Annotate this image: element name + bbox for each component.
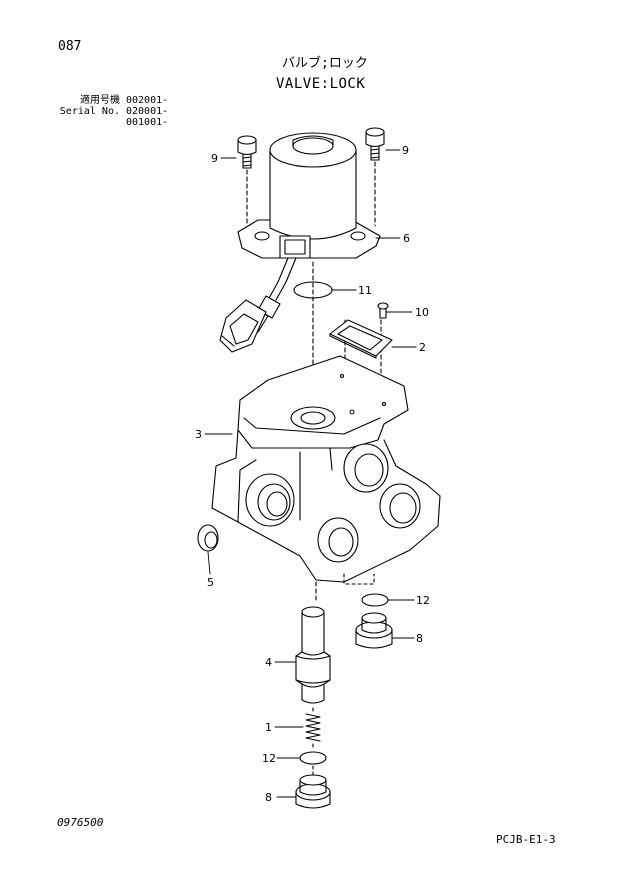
serial-label: 適用号機 <box>80 95 120 106</box>
serial-info: 適用号機 002001- Serial No. 020001- 001001- <box>58 95 168 128</box>
serial-value: 001001- <box>126 117 169 128</box>
serial-value: 020001- <box>126 106 169 117</box>
serial-row: 適用号機 002001- <box>58 95 168 106</box>
serial-label: Serial No. <box>59 106 120 117</box>
callout-2: 2 <box>419 341 426 354</box>
callout-8-right: 8 <box>416 632 423 645</box>
callout-12-left: 12 <box>262 752 276 765</box>
plate-part <box>329 302 393 359</box>
title-english: VALVE:LOCK <box>276 76 366 92</box>
callout-4: 4 <box>265 656 272 669</box>
callout-5: 5 <box>207 576 214 589</box>
plug-right <box>355 612 393 649</box>
o-ring-12-right <box>361 593 389 607</box>
callout-11: 11 <box>358 284 372 297</box>
sheet-code: PCJB-E1-3 <box>496 833 556 846</box>
callout-12-right: 12 <box>416 594 430 607</box>
leader-lines <box>204 149 417 798</box>
callout-6: 6 <box>403 232 410 245</box>
connector-cable <box>219 257 297 353</box>
serial-value: 002001- <box>126 95 169 106</box>
seal-part <box>197 524 219 552</box>
serial-row: 001001- <box>58 117 168 128</box>
valve-body <box>211 355 441 583</box>
bolt-left <box>237 135 257 169</box>
solenoid-part <box>237 132 381 259</box>
serial-row: Serial No. 020001- <box>58 106 168 117</box>
callout-3: 3 <box>195 428 202 441</box>
callout-1: 1 <box>265 721 272 734</box>
callout-8-left: 8 <box>265 791 272 804</box>
spool-part <box>295 606 331 704</box>
page-number: 087 <box>58 39 82 54</box>
callout-9-right: 9 <box>402 144 409 157</box>
assembly-line-right <box>343 573 375 585</box>
plug-lower <box>295 774 331 809</box>
callout-10: 10 <box>415 306 429 319</box>
drawing-number: 0976500 <box>57 816 104 829</box>
spring-part <box>305 713 321 742</box>
title-japanese: バルブ;ロック <box>282 56 368 71</box>
callout-9-left: 9 <box>211 152 218 165</box>
bolt-right <box>365 127 385 161</box>
o-ring-12-lower <box>299 751 327 765</box>
